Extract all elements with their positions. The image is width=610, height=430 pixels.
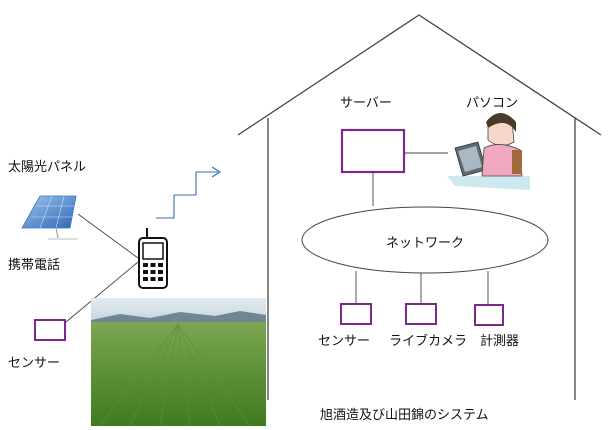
rice-field-photo: [91, 298, 266, 427]
network-drop-lines: [355, 271, 489, 305]
sensor-box-left: [34, 319, 66, 341]
network-label: ネットワーク: [385, 236, 464, 251]
sensor-label: センサー: [318, 334, 371, 349]
meter-label: 計測器: [480, 334, 520, 349]
solar-panel-label: 太陽光パネル: [8, 160, 87, 175]
meter-box: [474, 304, 504, 326]
solar-to-phone-line: [77, 213, 139, 259]
network-ellipse: [301, 206, 549, 274]
upload-arrow: [156, 171, 218, 219]
live-camera-label: ライブカメラ: [389, 334, 468, 349]
pc-user-illustration: [447, 113, 530, 190]
sensor-box: [340, 303, 372, 325]
sensor-left-label: センサー: [8, 356, 61, 371]
pc-label: パソコン: [466, 96, 519, 111]
house-outline: [237, 14, 602, 400]
sensor-to-phone-line: [65, 261, 139, 323]
server-box: [340, 128, 406, 174]
server-label: サーバー: [340, 96, 392, 111]
system-caption: 旭酒造及び山田錦のシステム: [320, 408, 489, 423]
mobile-phone-label: 携帯電話: [8, 258, 61, 273]
solar-panel-icon: [21, 195, 78, 240]
live-camera-box: [405, 303, 437, 325]
upload-arrow-head: [211, 166, 222, 178]
mobile-phone-icon: [138, 228, 168, 289]
